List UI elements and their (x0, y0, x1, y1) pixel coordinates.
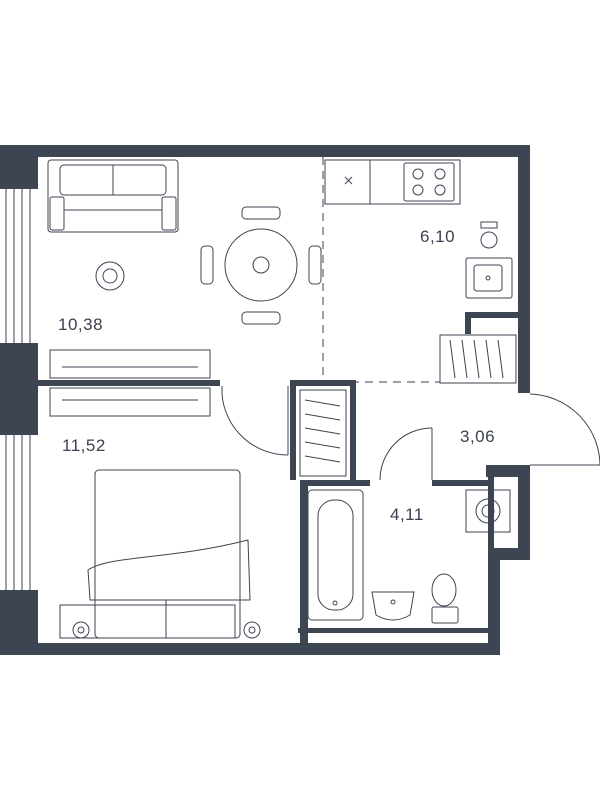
bathtub-icon (307, 489, 364, 621)
washbasin-icon (371, 591, 415, 621)
bed-icon (59, 469, 251, 639)
outer-walls (0, 145, 530, 655)
rug-icon (95, 261, 125, 291)
nightstand-lamp-icon (72, 621, 261, 639)
room-area-bathroom: 4,11 (390, 505, 424, 524)
door-swing-icon (221, 386, 600, 481)
boiler-icon (480, 221, 498, 249)
tv-stand-icon (49, 349, 211, 417)
room-area-living: 10,38 (58, 315, 104, 334)
chair-icon (200, 206, 322, 325)
toilet-icon (431, 573, 459, 624)
room-area-hall: 3,06 (460, 427, 496, 446)
dining-table-icon (224, 228, 298, 302)
kitchen-counter-icon (324, 159, 461, 205)
wardrobe-icon (299, 334, 517, 477)
zone-separator (322, 157, 440, 383)
window-icon (5, 189, 31, 590)
room-area-kitchen: 6,10 (420, 227, 456, 246)
sofa-icon (47, 159, 179, 233)
stove-icon (403, 162, 455, 202)
sink-icon (465, 257, 513, 299)
room-area-bedroom: 11,52 (62, 436, 106, 455)
washing-machine-icon (465, 489, 511, 533)
